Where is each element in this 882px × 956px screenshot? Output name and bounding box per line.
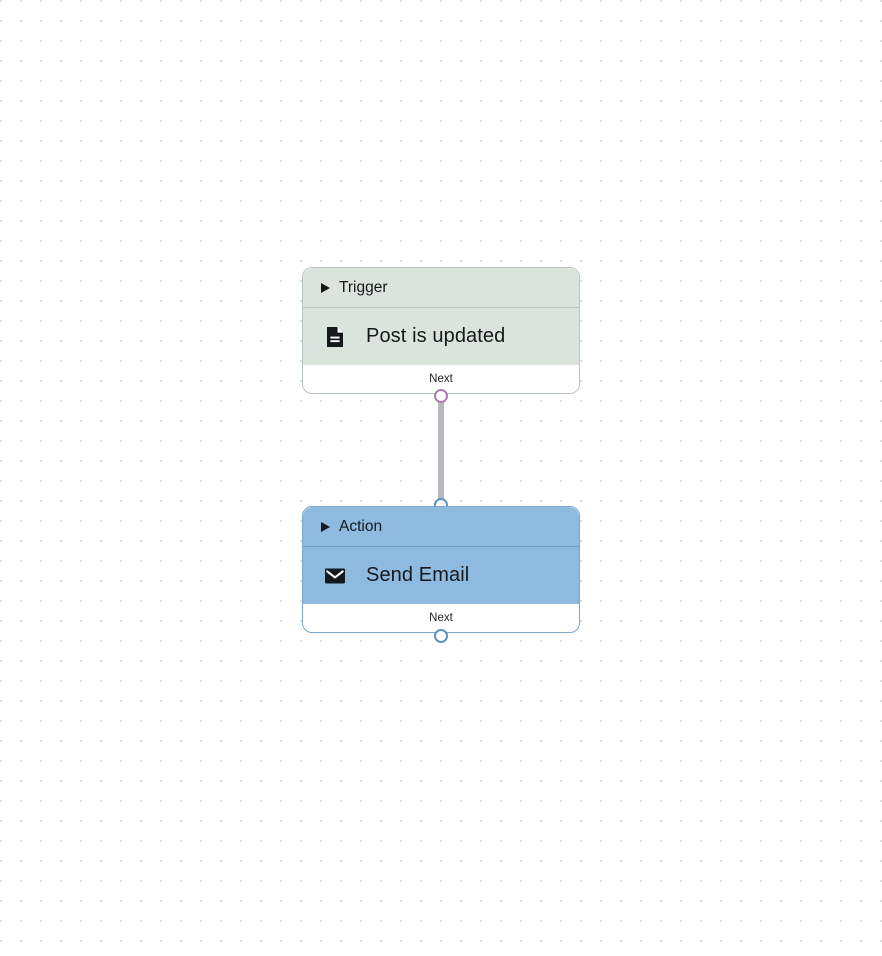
envelope-icon <box>325 568 345 583</box>
document-icon <box>327 326 343 347</box>
action-node-header-label: Action <box>339 517 383 535</box>
action-node-footer[interactable]: Next <box>303 604 579 632</box>
action-node-body[interactable]: Send Email <box>303 547 579 604</box>
action-node-item-label: Send Email <box>366 564 470 586</box>
trigger-node-footer[interactable]: Next <box>303 365 579 393</box>
disclosure-triangle-icon[interactable] <box>321 521 330 532</box>
disclosure-triangle-icon[interactable] <box>321 282 330 293</box>
trigger-output-port[interactable] <box>434 389 448 403</box>
workflow-node-trigger[interactable]: Trigger Post is updated Next <box>302 267 580 394</box>
trigger-node-header-label: Trigger <box>339 278 388 296</box>
action-node-next-label: Next <box>429 612 453 624</box>
action-output-port[interactable] <box>434 629 448 643</box>
action-node-inner: Action Send Email Next <box>303 507 579 632</box>
trigger-node-item-label: Post is updated <box>366 325 506 347</box>
workflow-node-action[interactable]: Action Send Email Next <box>302 506 580 633</box>
action-node-header[interactable]: Action <box>303 507 579 547</box>
trigger-node-next-label: Next <box>429 373 453 385</box>
connector-line-trigger-to-action <box>438 396 444 506</box>
trigger-node-inner: Trigger Post is updated Next <box>303 268 579 393</box>
trigger-node-body[interactable]: Post is updated <box>303 308 579 365</box>
trigger-node-header[interactable]: Trigger <box>303 268 579 308</box>
